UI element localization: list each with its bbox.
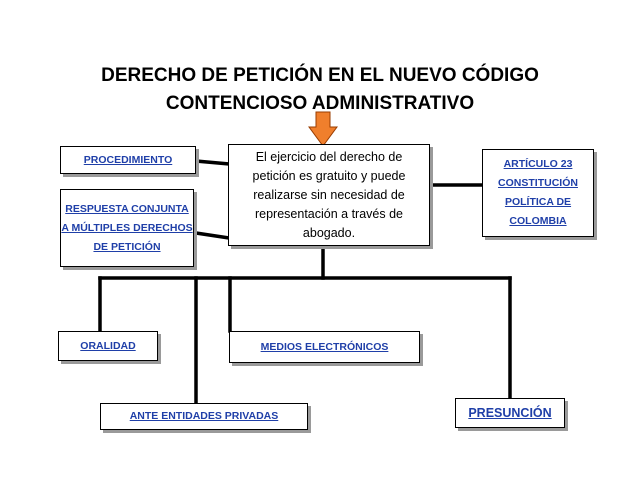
medios-electronicos-link[interactable]: MEDIOS ELECTRÓNICOS [260,340,389,353]
title-line-1: DERECHO DE PETICIÓN EN EL NUEVO CÓDIGO [101,65,539,86]
entidades-privadas-box[interactable]: ANTE ENTIDADES PRIVADAS [100,403,308,430]
articulo-23-link[interactable]: ARTÍCULO 23 CONSTITUCIÓN POLÍTICA DE COL… [498,158,578,227]
presuncion-box[interactable]: PRESUNCIÓN [455,398,565,428]
entidades-privadas-link[interactable]: ANTE ENTIDADES PRIVADAS [129,410,279,422]
oralidad-link[interactable]: ORALIDAD [80,339,136,352]
articulo-23-box[interactable]: ARTÍCULO 23 CONSTITUCIÓN POLÍTICA DE COL… [482,149,594,237]
respuesta-conjunta-link[interactable]: RESPUESTA CONJUNTA A MÚLTIPLES DERECHOS … [61,202,193,253]
down-arrow-icon [308,111,338,147]
center-box: El ejercicio del derecho de petición es … [228,144,430,246]
oralidad-box[interactable]: ORALIDAD [58,331,158,361]
presuncion-link[interactable]: PRESUNCIÓN [468,405,552,420]
diagram-title: DERECHO DE PETICIÓN EN EL NUEVO CÓDIGO C… [60,62,580,118]
center-text: El ejercicio del derecho de petición es … [252,149,406,240]
medios-electronicos-box[interactable]: MEDIOS ELECTRÓNICOS [229,331,420,363]
procedimiento-box[interactable]: PROCEDIMIENTO [60,146,196,174]
procedimiento-link[interactable]: PROCEDIMIENTO [83,153,173,166]
title-line-2: CONTENCIOSO ADMINISTRATIVO [165,93,475,114]
respuesta-conjunta-box[interactable]: RESPUESTA CONJUNTA A MÚLTIPLES DERECHOS … [60,189,194,267]
